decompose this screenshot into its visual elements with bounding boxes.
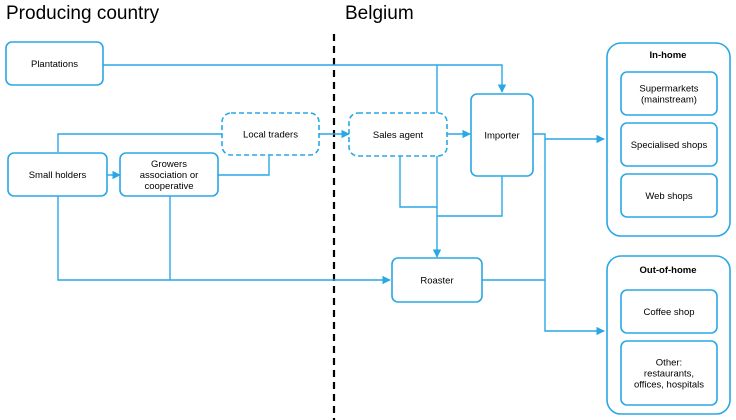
flow-importer-roaster bbox=[437, 176, 503, 217]
label-line: Coffee shop bbox=[643, 307, 694, 318]
label-line: Local traders bbox=[243, 130, 298, 141]
node-small-holders-box bbox=[7, 152, 108, 197]
flow-roaster-outofhome bbox=[544, 280, 605, 336]
label-line: cooperative bbox=[144, 181, 193, 192]
node-plantations-box bbox=[5, 41, 104, 86]
region-title-belgium: Belgium bbox=[345, 3, 414, 24]
node-specialised-shops-label: Specialised shops bbox=[631, 140, 708, 151]
node-importer-label: Importer bbox=[484, 131, 519, 142]
flow-lines bbox=[57, 64, 605, 336]
flow-smallholders-traders bbox=[57, 133, 222, 152]
node-sales-agent-box bbox=[348, 112, 448, 157]
label-line: Other: bbox=[656, 358, 682, 369]
label-line: Roaster bbox=[420, 276, 453, 287]
flow-importer-inhome bbox=[533, 133, 605, 144]
out-of-home-title: Out-of-home bbox=[640, 265, 697, 276]
label-line: association or bbox=[140, 170, 199, 181]
label-line: Web shops bbox=[645, 191, 693, 202]
node-web-shops-label: Web shops bbox=[645, 191, 693, 202]
node-supermarkets-label: Supermarkets(mainstream) bbox=[639, 84, 698, 106]
label-line: Supermarkets bbox=[639, 84, 698, 95]
node-small-holders-label: Small holders bbox=[29, 170, 87, 181]
node-roaster-label: Roaster bbox=[420, 276, 453, 287]
node-web-shops-box bbox=[620, 173, 718, 218]
label-line: Plantations bbox=[31, 59, 78, 70]
label-line: (mainstream) bbox=[641, 95, 697, 106]
node-other-box bbox=[620, 340, 718, 406]
label-line: Sales agent bbox=[373, 130, 424, 141]
label-line: restaurants, bbox=[644, 369, 694, 380]
label-line: Growers bbox=[151, 159, 187, 170]
node-coffee-shop-label: Coffee shop bbox=[643, 307, 694, 318]
node-local-traders-box bbox=[221, 112, 320, 156]
flow-growers-traders bbox=[218, 155, 270, 176]
node-specialised-shops-box bbox=[620, 122, 718, 167]
node-growers-box bbox=[119, 152, 219, 197]
node-roaster-box bbox=[391, 257, 483, 303]
label-line: Importer bbox=[484, 131, 519, 142]
in-home-title: In-home bbox=[650, 50, 687, 61]
node-sales-agent-label: Sales agent bbox=[373, 130, 424, 141]
node-other-label: Other:restaurants,offices, hospitals bbox=[634, 358, 704, 391]
label-line: Small holders bbox=[29, 170, 87, 181]
flow-producers-roaster bbox=[57, 196, 391, 285]
flow-plantations-importer bbox=[103, 64, 507, 93]
label-line: offices, hospitals bbox=[634, 380, 704, 391]
label-line: Specialised shops bbox=[631, 140, 708, 151]
flow-agent-loop bbox=[399, 156, 437, 208]
region-title-producing-country: Producing country bbox=[6, 3, 160, 24]
node-importer-box bbox=[470, 93, 534, 177]
node-local-traders-label: Local traders bbox=[243, 130, 298, 141]
node-supermarkets-box bbox=[620, 71, 718, 116]
node-coffee-shop-box bbox=[620, 289, 718, 334]
node-plantations-label: Plantations bbox=[31, 59, 78, 70]
